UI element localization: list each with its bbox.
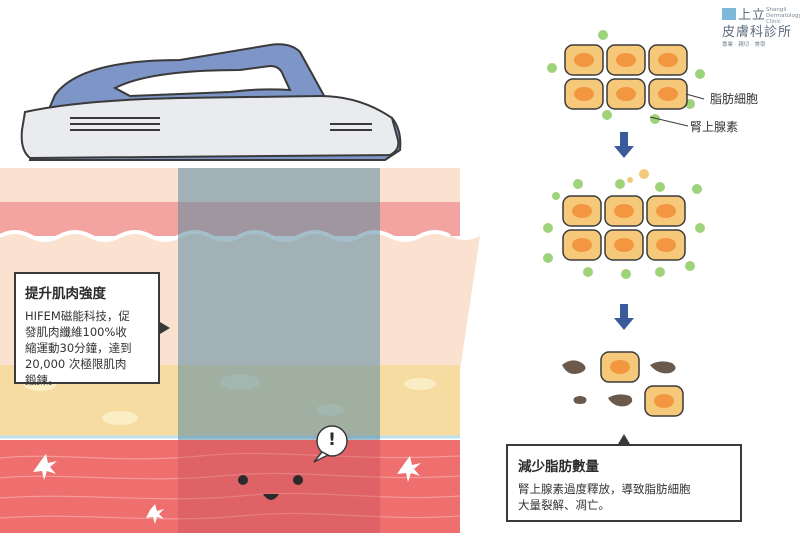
alert-bubble-tail — [313, 451, 330, 463]
callout-line: 縮運動30分鐘，達到 — [25, 341, 132, 355]
vent-lines — [70, 117, 372, 131]
fat-cell-stage-3 — [562, 351, 684, 417]
fat-cell-stage-1 — [547, 30, 705, 127]
logo-line2: 皮膚科診所 — [722, 25, 793, 40]
face-mouth — [263, 494, 279, 500]
callout-body: HIFEM磁能科技，促 發肌肉纖維100%收 縮運動30分鐘，達到 20,000… — [25, 308, 149, 388]
callout-pointer — [618, 434, 630, 444]
energy-beam-muscle — [178, 440, 380, 533]
alert-bubble — [316, 425, 348, 457]
fat-blob — [404, 378, 436, 390]
callout-title: 減少脂肪數量 — [518, 459, 599, 475]
hifem-device-icon — [20, 43, 402, 161]
adrenaline-label: 腎上腺素 — [690, 120, 739, 134]
arrow-down-icon — [614, 304, 634, 330]
callout-title: 提升肌肉強度 — [25, 286, 106, 302]
fat-blob — [102, 411, 138, 425]
logo-line1: 上立 — [738, 8, 767, 23]
muscle-strength-callout: 提升肌肉強度 HIFEM磁能科技，促 發肌肉纖維100%收 縮運動30分鐘，達到… — [14, 272, 160, 387]
logo-tagline: 專業 · 親切 · 美學 — [722, 42, 766, 48]
face-eye-left — [238, 475, 248, 485]
callout-line: 腎上腺素過度釋放，導致脂肪細胞 — [518, 482, 691, 496]
arrow-down-icon — [614, 132, 634, 158]
callout-line: 發肌肉纖維100%收 — [25, 325, 127, 339]
alert-icon: ! — [328, 430, 336, 450]
callout-body: 腎上腺素過度釋放，導致脂肪細胞 大量裂解、凋亡。 — [518, 481, 730, 513]
energy-beam — [178, 168, 380, 440]
muscle-fibers — [0, 452, 461, 520]
callout-line: 20,000 次極限肌肉 — [25, 357, 127, 371]
fat-cell-label: 脂肪細胞 — [710, 92, 759, 106]
logo-mark-icon — [722, 8, 736, 20]
cell-debris — [562, 360, 676, 407]
contraction-sparkles — [33, 454, 421, 524]
callout-line: 鍛鍊。 — [25, 373, 60, 387]
face-eye-right — [293, 475, 303, 485]
callout-pointer — [160, 322, 170, 334]
logo-english: Shangli Dermatology Clinic — [766, 7, 800, 25]
callout-line: HIFEM磁能科技，促 — [25, 309, 130, 323]
fat-cell-stage-2 — [543, 169, 705, 279]
muscle-layer — [0, 440, 460, 533]
callout-line: 大量裂解、凋亡。 — [518, 498, 610, 512]
fat-reduction-callout: 減少脂肪數量 腎上腺素過度釋放，導致脂肪細胞 大量裂解、凋亡。 — [506, 444, 742, 522]
